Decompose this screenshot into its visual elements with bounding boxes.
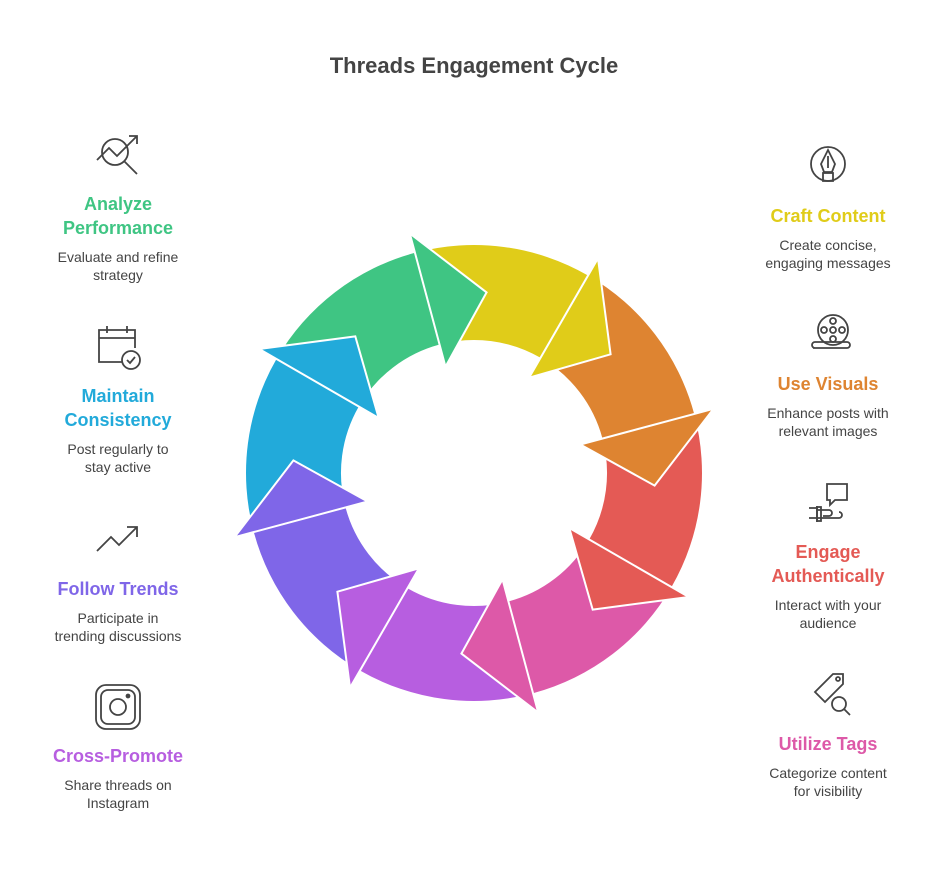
calendar-check-icon <box>98 326 141 370</box>
step-title: Use Visuals <box>777 374 879 394</box>
cycle-arrow-head <box>336 566 422 691</box>
step-description: Create concise,engaging messages <box>765 237 891 271</box>
cycle-arrow-head <box>231 459 371 539</box>
film-reel-icon <box>811 314 851 349</box>
analytics-search-icon <box>96 135 138 175</box>
step-title: Follow Trends <box>57 579 179 599</box>
cycle-arrow-head <box>408 230 488 370</box>
diagram-title: Threads Engagement Cycle <box>329 53 619 78</box>
tag-search-icon <box>813 673 851 716</box>
pen-nib-icon <box>810 146 846 182</box>
instagram-icon <box>95 684 141 730</box>
cycle-arrow-head <box>577 407 717 487</box>
step-title: Cross-Promote <box>52 746 184 766</box>
trend-up-icon <box>96 526 138 552</box>
cycle-arrow-head <box>460 576 540 716</box>
cycle-arrow-head <box>567 525 692 611</box>
cycle-arrow-head <box>256 335 381 421</box>
handshake-chat-icon <box>809 483 848 522</box>
step-craft-content: Craft Content Create concise,engaging me… <box>728 142 928 272</box>
cycle-arrow-head <box>526 255 612 380</box>
step-title: Craft Content <box>770 206 886 226</box>
step-title: Utilize Tags <box>778 734 878 754</box>
